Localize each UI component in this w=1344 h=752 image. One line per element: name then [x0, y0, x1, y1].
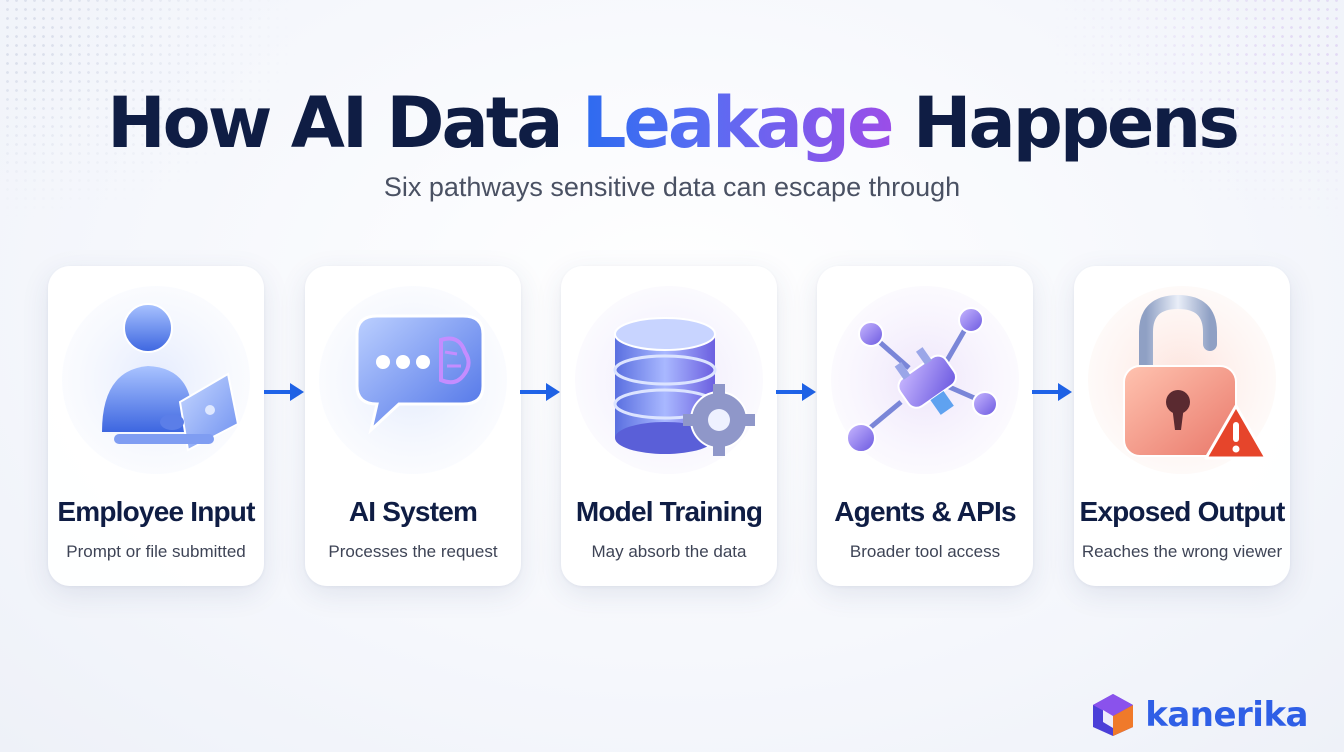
- step-title: Exposed Output: [1079, 496, 1285, 527]
- database-gear-icon: [573, 282, 765, 478]
- step-title: Agents & APIs: [834, 496, 1016, 527]
- step-description: Prompt or file submitted: [66, 542, 246, 561]
- flow-arrow-icon: [776, 383, 816, 401]
- page-title: How AI Data Leakage Happens: [0, 78, 1344, 168]
- flow-arrow-icon: [1032, 383, 1072, 401]
- step-card-employee-input: Employee Input Prompt or file submitted: [48, 266, 264, 586]
- flow-arrow-icon: [520, 383, 560, 401]
- chat-brain-icon: [317, 282, 509, 478]
- step-title: Employee Input: [57, 496, 255, 527]
- step-card-model-training: Model Training May absorb the data: [561, 266, 777, 586]
- person-laptop-icon: [60, 282, 252, 478]
- plug-network-icon: [829, 282, 1021, 478]
- brand-name: kanerika: [1145, 695, 1308, 735]
- step-description: May absorb the data: [591, 542, 747, 561]
- brand-logo: kanerika: [1091, 692, 1308, 738]
- step-card-ai-system: AI System Processes the request: [305, 266, 521, 586]
- unlocked-padlock-warning-icon: [1086, 282, 1278, 478]
- step-description: Processes the request: [328, 542, 498, 561]
- step-description: Broader tool access: [849, 542, 1001, 561]
- flow-arrow-icon: [264, 383, 304, 401]
- page-subtitle: Six pathways sensitive data can escape t…: [383, 172, 961, 202]
- title-part1: How AI Data: [107, 82, 582, 164]
- step-title: Model Training: [575, 496, 763, 527]
- title-part2: Happens: [891, 82, 1240, 164]
- title-accent: Leakage: [581, 82, 895, 164]
- step-title: AI System: [348, 496, 478, 527]
- cube-icon: [1093, 694, 1134, 736]
- step-card-exposed-output: Exposed Output Reaches the wrong viewer: [1074, 266, 1290, 586]
- decorative-dots-right: [1044, 0, 1344, 220]
- decorative-dots-left: [0, 0, 300, 220]
- step-description: Reaches the wrong viewer: [1081, 542, 1283, 561]
- step-card-agents-apis: Agents & APIs Broader tool access: [817, 266, 1033, 586]
